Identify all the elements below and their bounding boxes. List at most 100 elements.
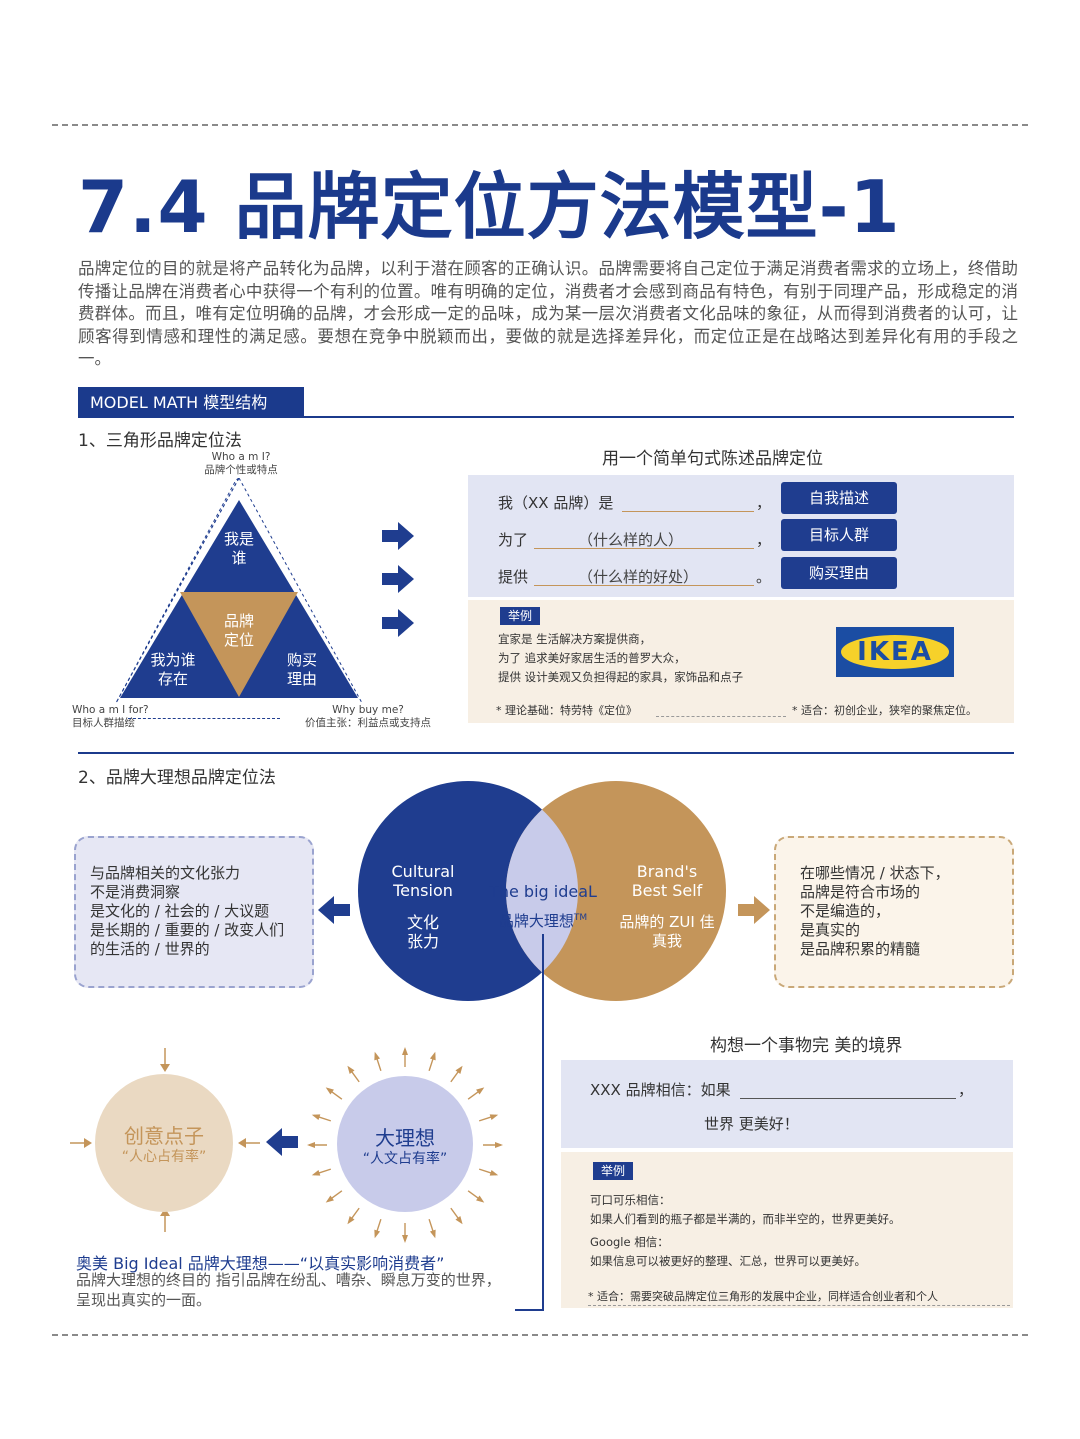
- line2-suffix: ，: [756, 531, 772, 549]
- line2-fill: （什么样的人）: [578, 531, 684, 549]
- believe-suffix: ，: [958, 1081, 974, 1099]
- circle-left-cn: 文化 张力: [406, 913, 439, 951]
- believe-panel: [561, 1060, 1013, 1148]
- suitable-note-1: * 适合：初创企业，狭窄的聚焦定位。: [792, 704, 977, 717]
- ray-arrowhead: [374, 1051, 381, 1061]
- ray-arrowhead: [455, 1065, 463, 1074]
- target-group-button: 目标人群: [781, 519, 897, 551]
- ray-arrowhead: [429, 1051, 436, 1061]
- example-tag-1: 举例: [500, 607, 541, 625]
- bottom-divider: [52, 1334, 1028, 1336]
- ray-arrowhead: [325, 1195, 334, 1203]
- line3-suffix: 。: [756, 568, 772, 586]
- line2-prefix: 为了: [498, 531, 529, 549]
- ray-arrowhead: [402, 1047, 408, 1055]
- triangle-base-dash: [128, 718, 280, 719]
- ray-arrowhead: [429, 1229, 436, 1239]
- center-en: The big ideaL: [489, 882, 597, 901]
- ray-arrowhead: [374, 1229, 381, 1239]
- intro-paragraph: 品牌定位的目的就是将产品转化为品牌，以利于潜在顾客的正确认识。品牌需要将自己定位…: [78, 259, 1018, 368]
- top-label-cn: 品牌个性或特点: [204, 464, 278, 476]
- ray-arrowhead: [489, 1114, 499, 1121]
- culture-tension-text: 与品牌相关的文化张力 不是消费洞察 是文化的 / 社会的 / 大议题 是长期的 …: [90, 864, 285, 958]
- arrow-right-icon: [382, 565, 414, 593]
- tri-center-text: 品牌 定位: [223, 612, 254, 649]
- triangle-right-label: Why buy me? 价值主张：利益点或支持点: [298, 704, 438, 730]
- line3-prefix: 提供: [498, 568, 529, 586]
- section-rule: [78, 416, 1014, 418]
- arrow-left-icon: [318, 896, 350, 924]
- idea-arrows: [70, 1048, 260, 1232]
- coke-example: 可口可乐相信： 如果人们看到的瓶子都是半满的，而非半空的，世界更美好。: [590, 1193, 901, 1226]
- blank-line3: [534, 585, 754, 586]
- best-self-text: 在哪些情况 / 状态下， 品牌是符合市场的 不是编造的， 是真实的 是品牌积累的…: [800, 864, 950, 958]
- top-label-en: Who a m I?: [211, 451, 271, 463]
- theory-note: * 理论基础：特劳特《定位》: [496, 704, 637, 717]
- arrow-left-icon: [266, 1128, 298, 1156]
- example-panel-2: [561, 1152, 1013, 1308]
- best-self-box: [774, 836, 1014, 988]
- note-dash-2: [588, 1305, 1010, 1306]
- tri-top-text: 我是 谁: [223, 530, 254, 567]
- model-tag: MODEL MATH 模型结构: [78, 387, 304, 418]
- tri-left-text: 我为谁 存在: [150, 651, 196, 688]
- triangle-top-label: Who a m I? 品牌个性或特点: [196, 451, 286, 477]
- line1-suffix: ，: [756, 494, 772, 512]
- believe-prefix: XXX 品牌相信：如果: [590, 1081, 731, 1099]
- statement-line1: 我（XX 品牌）是: [498, 494, 614, 512]
- google-example: Google 相信： 如果信息可以被更好的整理、汇总，世界可以更美好。: [590, 1235, 866, 1268]
- ideal-rays: [307, 1047, 503, 1243]
- believe-blank: [740, 1098, 956, 1099]
- venn-intersection: [506, 781, 578, 1001]
- triangle-left-label: Who a m I for? 目标人群描绘: [72, 704, 149, 730]
- circle-right-en: Brand's Best Self: [631, 862, 703, 900]
- ray-arrowhead: [307, 1142, 315, 1148]
- idea-title: 创意点子: [124, 1124, 204, 1148]
- ideal-circle: [337, 1076, 473, 1212]
- section-rule-2: [78, 752, 1014, 754]
- blank-line1: [622, 511, 754, 512]
- page-title: 7.4 品牌定位方法模型-1: [78, 165, 901, 249]
- ikea-logo-text: IKEA: [857, 637, 933, 667]
- circle-left-en: Cultural Tension: [391, 862, 455, 900]
- left-label-en: Who a m I for?: [72, 704, 149, 716]
- arrow-right-icon: [382, 522, 414, 550]
- ogilvy-desc: 品牌大理想的终目的 指引品牌在纷乱、嘈杂、瞬息万变的世界， 呈现出真实的一面。: [76, 1271, 501, 1309]
- self-description-button: 自我描述: [781, 482, 897, 514]
- statement-panel: [468, 475, 1014, 597]
- ray-arrowhead: [325, 1087, 334, 1095]
- ideal-title: 大理想: [375, 1126, 435, 1150]
- example-tag-2: 举例: [593, 1162, 634, 1180]
- idea-sub: “人心占有率”: [121, 1149, 207, 1165]
- ray-arrowhead: [455, 1216, 463, 1225]
- ikea-logo: IKEA: [836, 627, 954, 677]
- ray-arrowhead: [347, 1216, 355, 1225]
- ray-arrowhead: [495, 1142, 503, 1148]
- connector-horizontal: [515, 1309, 544, 1311]
- example-text-1: 宜家是 生活解决方案提供商， 为了 追求美好家居生活的普罗大众， 提供 设计美观…: [498, 632, 744, 684]
- note-dash-1: [656, 716, 786, 717]
- right-label-en: Why buy me?: [332, 704, 404, 716]
- buy-reason-button: 购买理由: [781, 557, 897, 589]
- ray-arrowhead: [347, 1065, 355, 1074]
- ray-arrowhead: [476, 1087, 485, 1095]
- ray-arrowhead: [489, 1169, 499, 1176]
- ideal-sub: “人文占有率”: [362, 1151, 448, 1167]
- world-title: 构想一个事物完 美的境界: [710, 1036, 903, 1056]
- ray-arrowhead: [311, 1114, 321, 1121]
- venn-diagram: [358, 781, 726, 1001]
- left-label-cn: 目标人群描绘: [72, 717, 135, 729]
- top-divider: [52, 124, 1028, 126]
- line3-fill: （什么样的好处）: [578, 568, 699, 586]
- ogilvy-title: 奥美 Big Ideal 品牌大理想——“以真实影响消费者”: [76, 1254, 445, 1273]
- ray-arrowhead: [311, 1169, 321, 1176]
- arrow-right-gold-icon: [738, 896, 770, 924]
- connector-vertical: [542, 934, 544, 1310]
- section1-title: 1、三角形品牌定位法: [78, 431, 242, 451]
- triangle-center: [180, 592, 298, 697]
- statement-title: 用一个简单句式陈述品牌定位: [602, 449, 823, 469]
- triangle-diagram: [115, 478, 363, 704]
- circle-right-cn: 品牌的 ZUI 佳 真我: [619, 913, 715, 950]
- ray-arrowhead: [476, 1195, 485, 1203]
- tri-right-text: 购买 理由: [286, 651, 317, 688]
